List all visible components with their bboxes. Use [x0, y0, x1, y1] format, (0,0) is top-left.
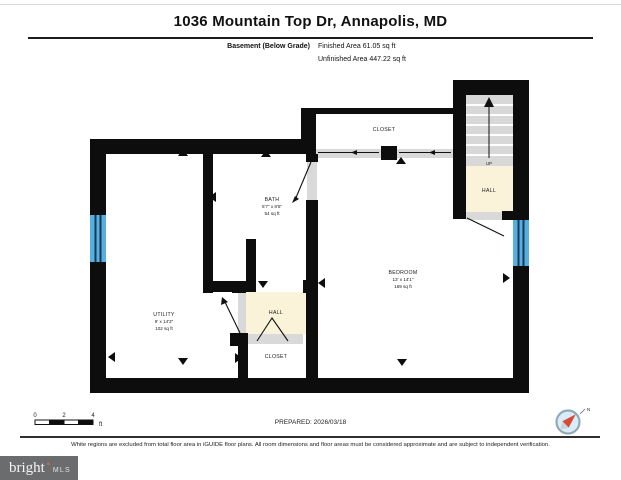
scale-4: 4	[91, 413, 95, 419]
brand-suffix-text: MLS	[52, 467, 71, 474]
scale-0: 0	[33, 413, 37, 419]
marker-arrows	[108, 149, 510, 366]
finished-areas	[246, 166, 513, 334]
closet-bottom-label: CLOSET	[265, 354, 288, 360]
bedroom-name: BEDROOM	[389, 270, 418, 276]
brand-bar: bright ✶ MLS	[0, 456, 78, 480]
scale-2: 2	[62, 413, 66, 419]
disclaimer-text: White regions are excluded from total fl…	[71, 442, 550, 448]
stairs-up-label: UP	[486, 161, 492, 166]
hall-middle-label: HALL	[269, 310, 283, 316]
bedroom-dimensions: 13' x 14'1"	[392, 277, 413, 282]
stairs-up-arrow	[484, 97, 494, 158]
compass-icon: N	[555, 407, 590, 435]
unfinished-area-text: Unfinished Area 447.22 sq ft	[318, 56, 406, 63]
page-title: 1036 Mountain Top Dr, Annapolis, MD	[173, 13, 448, 30]
door-swings	[221, 150, 505, 342]
finished-area-text: Finished Area 61.05 sq ft	[318, 43, 396, 50]
bath-area: 54 sq ft	[264, 211, 280, 216]
title-divider	[28, 37, 593, 39]
closet-top-label: CLOSET	[373, 127, 396, 133]
scale-bar: 0 2 4 ft	[33, 413, 102, 428]
window-left	[90, 215, 106, 262]
hall-stairs-label: HALL	[482, 188, 496, 194]
compass-north-label: N	[587, 407, 590, 412]
scale-unit: ft	[99, 422, 103, 428]
staircase	[466, 95, 513, 166]
floor-label: Basement (Below Grade)	[227, 43, 310, 50]
utility-name: UTILITY	[153, 312, 175, 318]
windows	[90, 215, 529, 266]
prepared-date: PREPARED: 2026/03/18	[274, 419, 347, 426]
utility-dimensions: 9' x 14'3"	[155, 319, 174, 324]
bath-dimensions: 6'7" x 8'5"	[262, 204, 282, 209]
footer-divider	[20, 436, 600, 438]
window-right	[513, 220, 529, 266]
utility-area: 102 sq ft	[155, 326, 173, 331]
bath-name: BATH	[265, 197, 280, 203]
bedroom-area: 169 sq ft	[394, 284, 412, 289]
walls	[90, 80, 529, 393]
brand-logo-text: bright	[9, 459, 45, 476]
top-divider	[0, 4, 621, 5]
brand-spark-icon: ✶	[45, 461, 51, 468]
